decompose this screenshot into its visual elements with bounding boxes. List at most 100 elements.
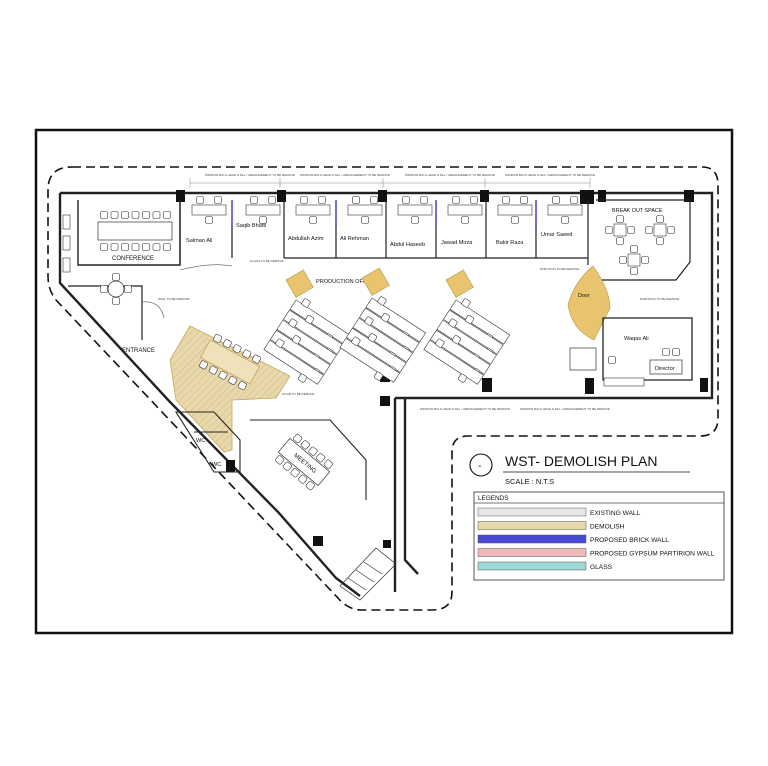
cabin-label-saqib: Saqib Bhatti [236,223,266,229]
cabin-chair [461,216,469,224]
svg-text:WINDOW BULK HEAD & SILL / ARRA: WINDOW BULK HEAD & SILL / ARRANGEMENT TO… [505,173,595,177]
chair [100,243,108,251]
cabin-label-abdul: Abdul Haseeb [390,242,425,248]
plan-scale: SCALE : N.T.S [505,477,554,486]
workstation-desk [269,329,331,375]
production-office: PRODUCTION OFFICE [263,267,511,385]
breakout-table [627,253,641,267]
cabin-chair [561,216,569,224]
meeting-room: MEETING [250,419,367,500]
svg-text:PARTITION TO BE REMOVE: PARTITION TO BE REMOVE [540,267,579,271]
chair [645,226,653,234]
svg-text:WINDOW BULK HEAD & SILL / ARRA: WINDOW BULK HEAD & SILL / ARRANGEMENT TO… [205,173,295,177]
entrance-label: ENTRANCE [122,348,155,354]
chair [656,237,664,245]
workstation-desk [365,297,427,343]
visitor-chair [196,196,204,204]
workstation-desk [436,319,498,365]
stair [339,547,397,601]
left-windows [62,214,71,273]
plan-notes: WINDOW BULK HEAD & SILL / ARRANGEMENT TO… [158,259,679,411]
cabin-desk [295,204,331,216]
svg-text:WINDOW BULK HEAD & SILL / ARRA: WINDOW BULK HEAD & SILL / ARRANGEMENT TO… [420,407,510,411]
chair [163,243,171,251]
workstation-desk [352,317,414,363]
cabin-chair [511,216,519,224]
chair [667,226,675,234]
visitor-chair [552,196,560,204]
breakout-table [613,223,627,237]
cabin-desk [447,204,483,216]
wc-label-1: WC [196,438,205,444]
chair [100,211,108,219]
visitor-chair [420,196,428,204]
visitor-chair [470,196,478,204]
workstation-desk [345,327,407,373]
cabin-desk [547,204,583,216]
visitor-chair [214,196,222,204]
chair [616,237,624,245]
demolish-pods [285,267,474,298]
workstation-desk [283,309,344,355]
chair [110,243,119,251]
chair [142,243,150,251]
cabin-labels: Salman Ali Saqib Bhatti Abdullah Azim Al… [186,223,572,248]
visitor-chair [268,196,276,204]
cabin-label-jawad: Jawad Mirza [441,240,473,246]
chair [121,211,129,219]
workstation-desk [263,339,324,385]
svg-text:WINDOW BULK HEAD & SILL / ARRA: WINDOW BULK HEAD & SILL / ARRANGEMENT TO… [520,407,610,411]
legend-label: PROPOSED BRICK WALL [590,537,669,544]
section-symbol [469,453,493,477]
cabin-chair [361,216,369,224]
chair [619,256,627,264]
cabin-furniture [191,196,583,224]
svg-text:WALL TO BE REMOVE: WALL TO BE REMOVE [158,297,190,301]
chair [616,215,624,223]
svg-text:GLASS TO BE REMOVE: GLASS TO BE REMOVE [250,259,284,263]
top-note-line [189,178,591,188]
visitor-chair [452,196,460,204]
cabin-label-abdullah: Abdullah Azim [288,236,324,242]
legend-label: EXISTING WALL [590,510,641,517]
workstation-cluster [339,295,427,383]
conference-label: CONFERENCE [112,256,154,262]
site-boundary [47,166,719,611]
visitor-chair [352,196,360,204]
svg-text:DOOR TO BE REMOVE: DOOR TO BE REMOVE [282,392,315,396]
chair [656,215,664,223]
legend-swatch [477,561,587,571]
workstation-desk [276,319,338,365]
breakout-table [653,223,667,237]
legend-heading: LEGENDS [478,495,509,502]
visitor-chair [318,196,326,204]
cabin-chair [411,216,419,224]
cabin-desk [191,204,227,216]
production-label: PRODUCTION OFFICE [316,279,376,285]
cabin-desk [245,204,281,216]
wc-block: WC WC [175,411,241,473]
chair [152,211,161,219]
door-label: Door [578,293,590,299]
plan-title: WST- DEMOLISH PLAN [505,453,657,469]
workstation-desk [449,299,511,345]
cabin-label-bakir: Bakir Raza [496,240,524,246]
workstation-cluster [423,297,511,385]
workstations [263,295,511,385]
cabin-desk [497,204,533,216]
workstation-desk [339,337,400,383]
chair [641,256,649,264]
cabin-label-umar: Umar Saeed [541,232,572,238]
break-out-label: BREAK OUT SPACE [612,208,663,214]
workstation-desk [443,309,504,355]
title-block: - WST- DEMOLISH PLAN SCALE : N.T.S [469,453,690,486]
cabin-label-waqas: Waqas Ali [624,336,649,342]
svg-text:PARTITION TO BE REMOVE: PARTITION TO BE REMOVE [640,297,679,301]
director-label: Director [655,366,675,372]
visitor-chair [570,196,578,204]
chair [630,267,638,275]
section-symbol-text: - [478,461,481,472]
cabin-desk [397,204,433,216]
